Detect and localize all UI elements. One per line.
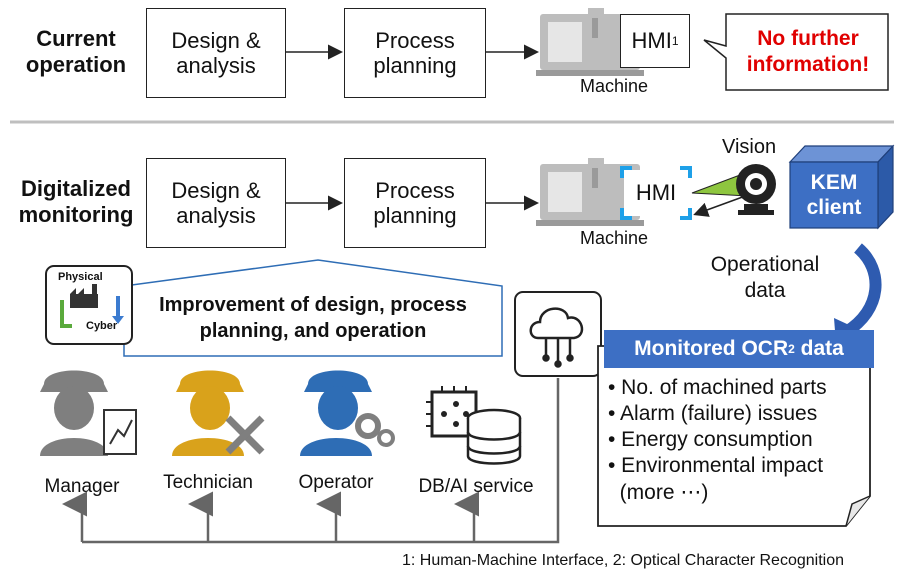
operational-line1: Operational (710, 253, 820, 276)
process-line2-digital: planning (373, 203, 457, 228)
design-line1: Design & (171, 28, 261, 53)
hmi-scan-frame (620, 166, 692, 220)
operational-data-label: Operational data (694, 252, 836, 304)
machine-label-current: Machine (579, 76, 649, 96)
operational-line2: data (744, 279, 786, 302)
kem-client-label: KEM client (790, 170, 878, 220)
design-analysis-box-digital: Design & analysis (146, 158, 286, 248)
machine-label-digital: Machine (579, 228, 649, 248)
ocr-item-more: (more ⋯) (608, 481, 709, 504)
operator-icon (300, 370, 395, 456)
db-ai-service-icon (426, 386, 522, 465)
physical-label: Physical (58, 271, 103, 283)
ocr-title: Monitored OCR (634, 337, 789, 360)
no-info-callout-text: No further information! (730, 26, 886, 78)
design-line1-digital: Design & (171, 178, 261, 203)
hmi-footnote-mark: 1 (671, 34, 679, 48)
row-label-current: Current operation (18, 26, 134, 78)
process-line2: planning (373, 53, 457, 78)
kem-line2: client (806, 196, 862, 219)
row-label-current-line1: Current (36, 26, 116, 51)
cyber-label: Cyber (86, 320, 118, 332)
callout-bubble (703, 13, 889, 91)
machine-icon-digital (536, 158, 644, 226)
factory-icon (70, 284, 98, 308)
process-line1-digital: Process (375, 178, 455, 203)
ocr-item-machined-parts: • No. of machined parts (608, 376, 827, 399)
hmi-label-current: HMI (631, 28, 672, 53)
machine-icon-current (536, 8, 644, 76)
process-planning-box-current: Process planning (344, 8, 486, 98)
hmi-panel-digital: HMI (624, 170, 688, 216)
kem-line1: KEM (810, 171, 858, 194)
role-label-technician: Technician (163, 472, 253, 493)
row-label-current-line2: operation (25, 52, 127, 77)
design-line2: analysis (176, 53, 256, 78)
improvement-line2: planning, and operation (199, 320, 427, 342)
process-planning-box-digital: Process planning (344, 158, 486, 248)
row-label-digital: Digitalized monitoring (10, 176, 142, 228)
technician-icon (172, 370, 265, 456)
ocr-item-alarm-issues: • Alarm (failure) issues (608, 402, 818, 425)
ocr-item-energy: • Energy consumption (608, 428, 813, 451)
callout-line2: information! (746, 53, 870, 76)
callout-line1: No further (757, 27, 859, 50)
ocr-title-suffix: data (794, 337, 844, 360)
camera-icon (736, 164, 776, 215)
hmi-label-digital: HMI (635, 180, 677, 205)
row-label-digital-line1: Digitalized (20, 176, 131, 201)
operational-data-arrow (842, 243, 882, 338)
ocr-footnote-mark: 2 (788, 342, 795, 356)
footnote: 1: Human-Machine Interface, 2: Optical C… (402, 552, 844, 569)
cloud-service-icon (514, 291, 602, 377)
design-analysis-box-current: Design & analysis (146, 8, 286, 98)
kem-client-cube (788, 144, 895, 230)
improvement-text: Improvement of design, process planning,… (130, 292, 496, 344)
role-label-db-ai: DB/AI service (418, 476, 534, 497)
process-line1: Process (375, 28, 455, 53)
role-label-operator: Operator (298, 472, 374, 493)
manager-icon (40, 370, 137, 456)
feedback-bus (62, 378, 560, 544)
design-line2-digital: analysis (176, 203, 256, 228)
improvement-line1: Improvement of design, process (159, 294, 467, 316)
vision-link-arrow (693, 194, 749, 217)
role-label-manager: Manager (44, 476, 120, 497)
ocr-item-environment: • Environmental impact (608, 454, 824, 477)
cloud-icon (529, 307, 584, 368)
row-label-digital-line2: monitoring (18, 202, 134, 227)
vision-label: Vision (722, 136, 777, 158)
